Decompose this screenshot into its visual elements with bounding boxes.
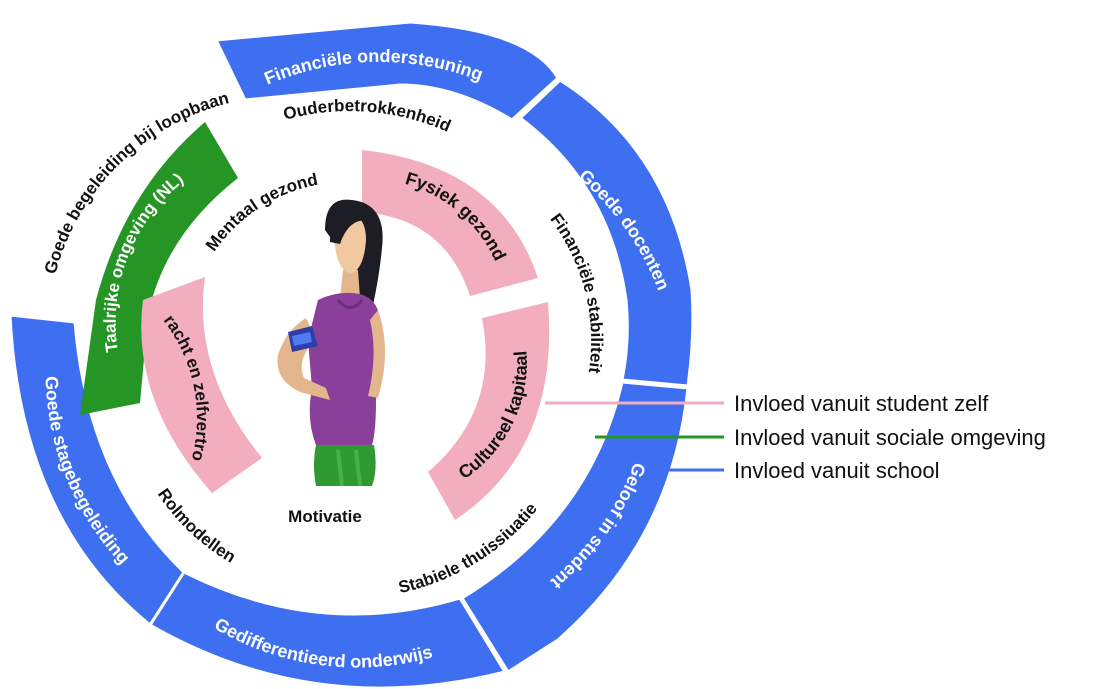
school-segment-gedifferentieerd-onderwijs <box>147 570 508 689</box>
school-segment-goede-docenten <box>517 78 695 388</box>
label-ouderbetrokkenheid: Ouderbetrokkenheid <box>281 96 453 136</box>
label-motivatie: Motivatie <box>288 507 362 526</box>
legend-label-social: Invloed vanuit sociale omgeving <box>734 425 1046 450</box>
social-segment-taalrijke-omgeving <box>80 122 238 415</box>
school-segment-geloof-in-student <box>459 380 690 675</box>
legend-label-student: Invloed vanuit student zelf <box>734 391 989 416</box>
legend-label-school: Invloed vanuit school <box>734 458 939 483</box>
label-financiele-stabiliteit: Financiële stabiliteit <box>546 210 606 375</box>
student-figure-icon <box>277 199 385 487</box>
student-segment-cultureel-kapitaal <box>428 302 550 520</box>
school-segment-financiele-ondersteuning <box>213 20 560 122</box>
school-ring <box>8 20 695 689</box>
legend: Invloed vanuit student zelf Invloed vanu… <box>545 391 1046 483</box>
student-segment-veerkracht <box>141 277 262 493</box>
student-segment-fysiek-gezond <box>362 150 538 296</box>
